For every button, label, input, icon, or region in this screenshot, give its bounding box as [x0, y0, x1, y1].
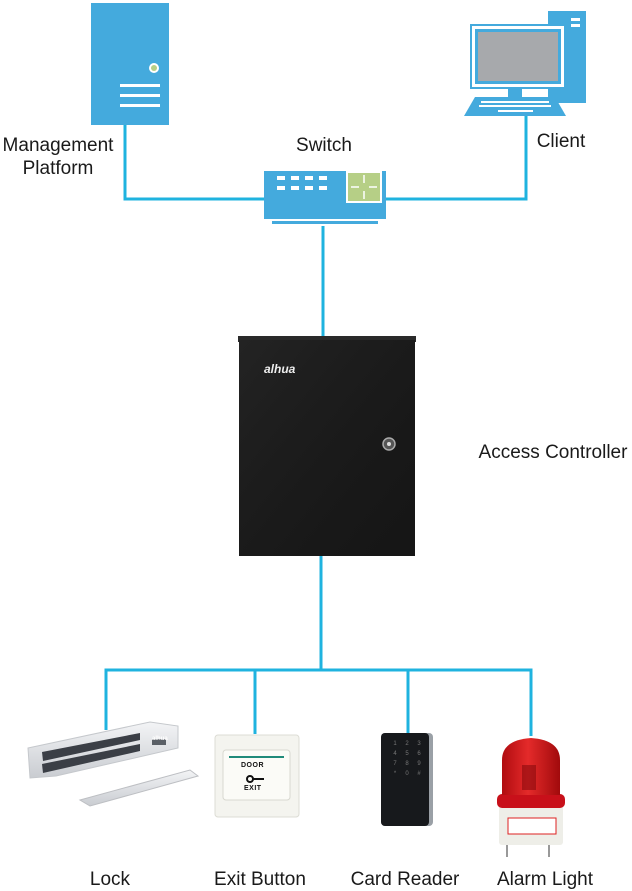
management-platform-label-line2: Platform: [22, 158, 94, 179]
card-reader-key: 4: [393, 751, 397, 757]
exit-button-exit-text: EXIT: [244, 785, 262, 792]
card-reader-keys: 1 2 3 4 5 6 7 8 9 * 0 #: [389, 741, 425, 777]
controller-brand-logo: alhua: [264, 362, 296, 376]
card-reader-key: 9: [417, 761, 421, 767]
exit-button: [214, 734, 300, 818]
magnetic-lock: [27, 721, 200, 807]
card-reader-key: 2: [405, 741, 409, 747]
card-reader-key: *: [393, 771, 397, 777]
network-switch-icon: [264, 171, 386, 224]
card-reader-key: #: [417, 771, 421, 777]
card-reader-key: 3: [417, 741, 421, 747]
card-reader-key: 5: [405, 751, 409, 757]
alarm-light-label: Alarm Light: [496, 869, 594, 890]
edge-platform-switch: [123, 124, 264, 201]
card-reader-key: 6: [417, 751, 421, 757]
desktop-computer-icon: [464, 11, 586, 116]
exit-button-label: Exit Button: [214, 869, 306, 890]
access-controller-box: [238, 336, 416, 556]
card-reader-key: 8: [405, 761, 409, 767]
lock-brand-logo: alhua: [152, 736, 168, 742]
alarm-light: [497, 738, 565, 857]
card-reader-key: 1: [393, 741, 397, 747]
card-reader-key: 7: [393, 761, 397, 767]
connection-lines: [104, 116, 533, 736]
edge-bus: [104, 668, 533, 736]
lock-label: Lock: [89, 869, 131, 890]
switch-label: Switch: [296, 135, 352, 156]
exit-button-door-text: DOOR: [241, 762, 264, 769]
card-reader-label: Card Reader: [350, 869, 460, 890]
management-platform-label-line1: Management: [2, 135, 114, 156]
card-reader-key: 0: [405, 771, 409, 777]
management-platform-label: Management Platform: [0, 134, 116, 180]
card-reader-keypad: [381, 733, 433, 826]
server-icon: [91, 3, 169, 125]
access-controller-label: Access Controller: [478, 442, 628, 463]
edge-client-switch: [386, 116, 528, 201]
client-label: Client: [536, 131, 586, 152]
